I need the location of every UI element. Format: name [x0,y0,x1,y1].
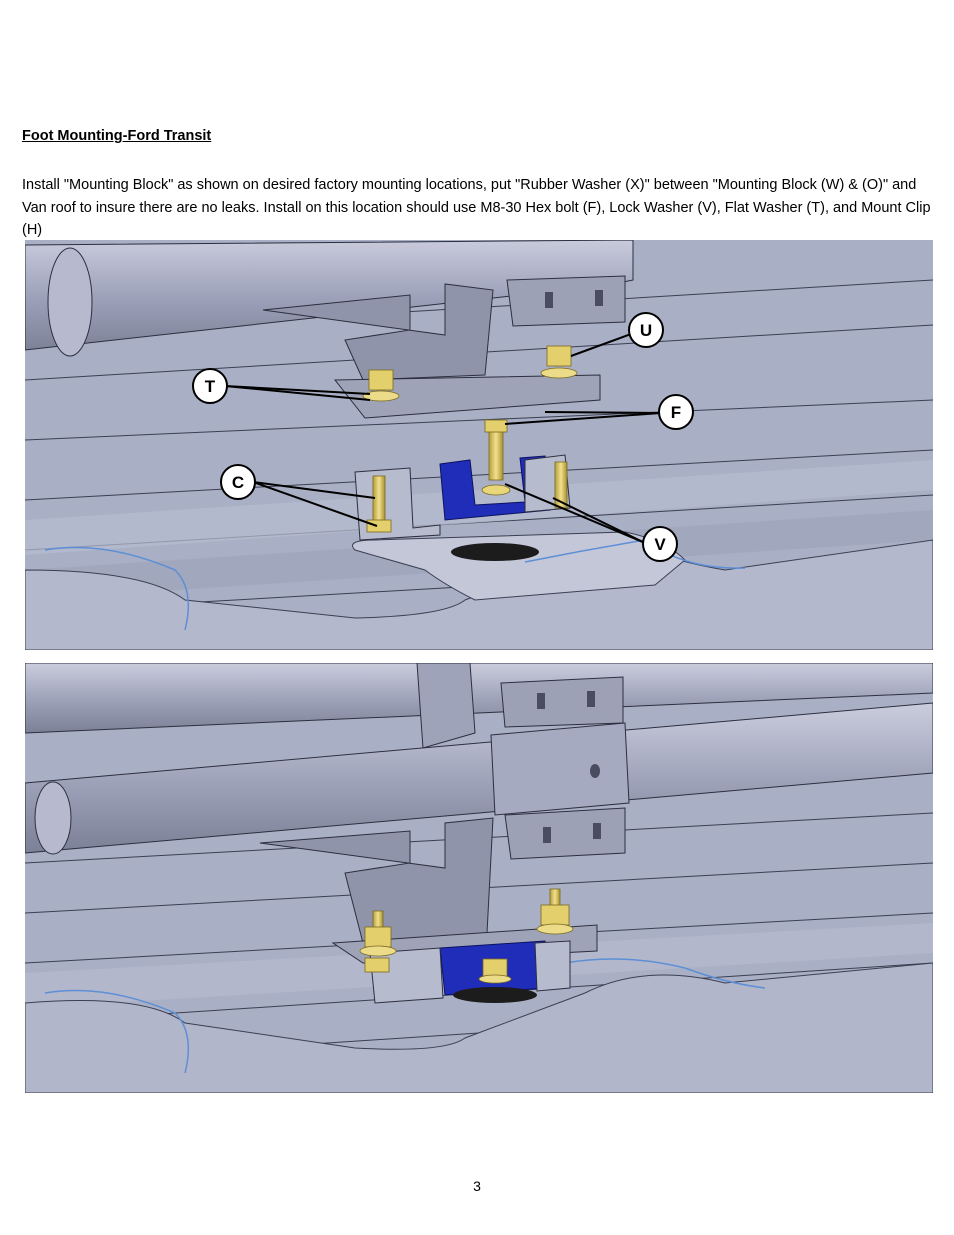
assembled-view-drawing [25,663,933,1093]
callout-u: U [628,312,664,348]
instructions-paragraph: Install "Mounting Block" as shown on des… [22,177,931,238]
callout-f: F [658,394,694,430]
callout-t-label: T [205,377,216,396]
callout-v-label: V [654,535,666,554]
callout-c-label: C [232,473,244,492]
section-heading: Foot Mounting-Ford Transit [22,128,212,144]
assembled-view-figure [25,663,933,1093]
exploded-assembly-drawing: U T F C V [25,240,933,650]
callout-v: V [642,526,678,562]
callout-f-label: F [671,403,681,422]
callout-t: T [192,368,228,404]
callout-c: C [220,464,256,500]
exploded-assembly-figure: U T F C V [25,240,933,650]
page-number: 3 [473,1178,481,1194]
callout-u-label: U [640,321,652,340]
